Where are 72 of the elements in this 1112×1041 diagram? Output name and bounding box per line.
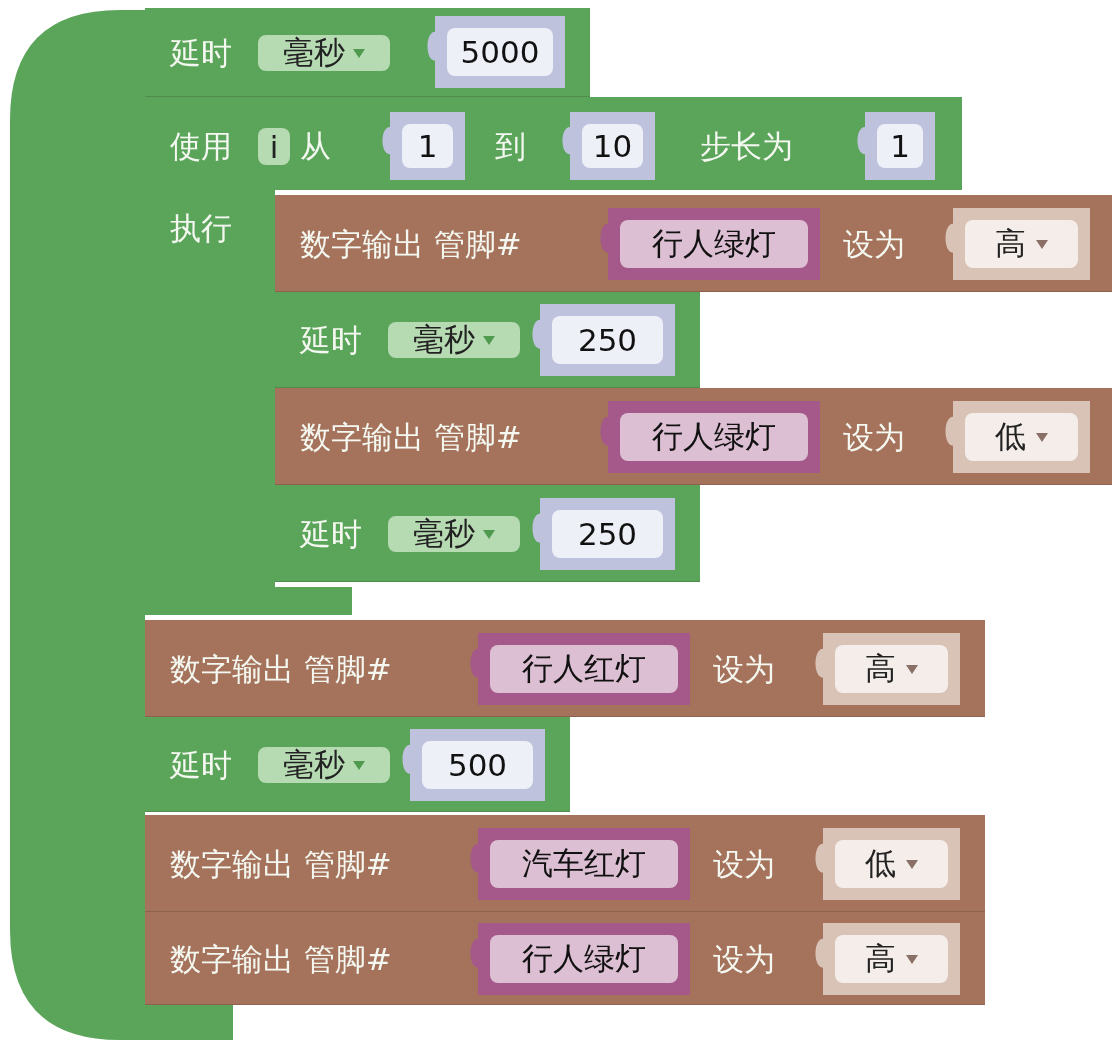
dropdown-value: 低: [995, 416, 1026, 456]
delay-block: [275, 485, 700, 582]
pin-slot: [598, 207, 820, 280]
block-label: 使用: [170, 127, 232, 166]
block-label: 数字输出 管脚#: [300, 417, 522, 457]
block-label: 数字输出 管脚#: [170, 939, 392, 979]
pin-name: 行人绿灯: [490, 934, 678, 983]
block-label: 延时: [300, 514, 362, 554]
dropdown-field: [258, 34, 390, 71]
delay-block: [145, 8, 590, 97]
dropdown-value: 毫秒: [283, 32, 345, 72]
digital-output-block: [145, 912, 985, 1005]
pin-slot: [598, 400, 820, 473]
dropdown-field: [388, 322, 520, 358]
block-label: 延时: [170, 33, 232, 73]
pin-slot: [468, 827, 690, 900]
block-label: 数字输出 管脚#: [170, 844, 392, 884]
dropdown-value: 毫秒: [413, 320, 475, 359]
digital-output-block: [145, 815, 985, 912]
block-label: 执行: [170, 209, 232, 248]
value-slot: [943, 400, 1090, 473]
dropdown-value: 高: [995, 223, 1026, 263]
block-label: 数字输出 管脚#: [300, 224, 522, 264]
number-value: 1: [877, 124, 923, 168]
number-value: 500: [422, 740, 533, 789]
number-slot: [560, 112, 655, 180]
block-label: 设为: [713, 649, 775, 689]
value-slot: [943, 207, 1090, 280]
number-slot: [425, 16, 565, 88]
block-label: 设为: [843, 224, 905, 264]
number-value: 1: [402, 124, 453, 168]
number-value: 250: [552, 316, 663, 364]
dropdown-value: 毫秒: [283, 744, 345, 784]
dropdown-field: [258, 746, 390, 783]
number-slot: [400, 728, 545, 801]
number-value: 250: [552, 509, 663, 558]
dropdown-value: 低: [865, 843, 896, 883]
value-slot: [813, 922, 960, 995]
value-slot: [813, 827, 960, 900]
pin-slot: [468, 922, 690, 995]
block-label: 设为: [713, 844, 775, 884]
block-label: 延时: [170, 745, 232, 785]
number-slot: [530, 304, 675, 376]
block-label: 设为: [843, 417, 905, 457]
block-label: 到: [495, 127, 526, 166]
pin-name: 行人绿灯: [620, 412, 808, 461]
dropdown-value: 高: [865, 938, 896, 978]
block-label: 从: [300, 127, 331, 166]
value-slot: [813, 632, 960, 705]
digital-output-block: [275, 388, 1112, 485]
variable-name: i: [269, 128, 279, 165]
number-slot: [855, 112, 935, 180]
number-slot: [530, 497, 675, 570]
number-value: 5000: [447, 28, 553, 76]
delay-block: [275, 292, 700, 388]
pin-name: 行人红灯: [490, 644, 678, 693]
digital-output-block: [275, 195, 1112, 292]
dropdown-value: 高: [865, 648, 896, 688]
dropdown-field: [388, 515, 520, 552]
block-label: 延时: [300, 321, 362, 360]
pin-name: 汽车红灯: [490, 839, 678, 888]
block-label: 数字输出 管脚#: [170, 649, 392, 689]
pin-name: 行人绿灯: [620, 219, 808, 268]
delay-block: [145, 717, 570, 812]
block-label: 步长为: [700, 127, 793, 166]
pin-slot: [468, 632, 690, 705]
digital-output-block: [145, 620, 985, 717]
number-slot: [380, 112, 465, 180]
block-label: 设为: [713, 939, 775, 979]
variable-field: [258, 128, 290, 165]
number-value: 10: [582, 124, 643, 168]
dropdown-value: 毫秒: [413, 513, 475, 553]
